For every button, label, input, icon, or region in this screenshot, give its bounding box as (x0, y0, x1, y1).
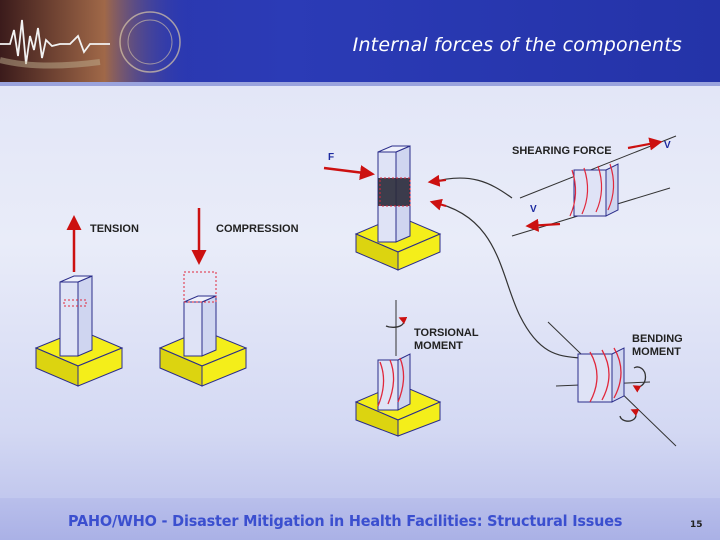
label-force-f: F (328, 152, 334, 163)
footer-text: PAHO/WHO - Disaster Mitigation in Health… (68, 512, 623, 530)
tension-column (34, 215, 124, 387)
label-bending-1: BENDING (632, 333, 683, 345)
label-shearing-force: SHEARING FORCE (512, 145, 612, 157)
paho-logo (0, 0, 190, 82)
slide-title: Internal forces of the components (352, 34, 682, 56)
compression-column (158, 208, 248, 387)
label-bending-2: MOMENT (632, 346, 681, 358)
label-tension: TENSION (90, 223, 139, 235)
footer-bar (0, 498, 720, 540)
header-bar: Internal forces of the components (0, 0, 720, 82)
shear-column (323, 145, 442, 271)
internal-forces-diagram: TENSION COMPRESSION F SHEARI (34, 135, 683, 447)
torsion-column (354, 300, 442, 437)
shearing-force-element (511, 135, 677, 237)
label-torsional-2: MOMENT (414, 340, 463, 352)
header-divider (0, 82, 720, 86)
label-compression: COMPRESSION (216, 223, 299, 235)
label-v-top: V (664, 140, 671, 151)
label-v-bottom: V (530, 204, 537, 215)
label-torsional-1: TORSIONAL (414, 327, 479, 339)
bending-element (547, 321, 677, 447)
page-number: 15 (690, 520, 703, 530)
